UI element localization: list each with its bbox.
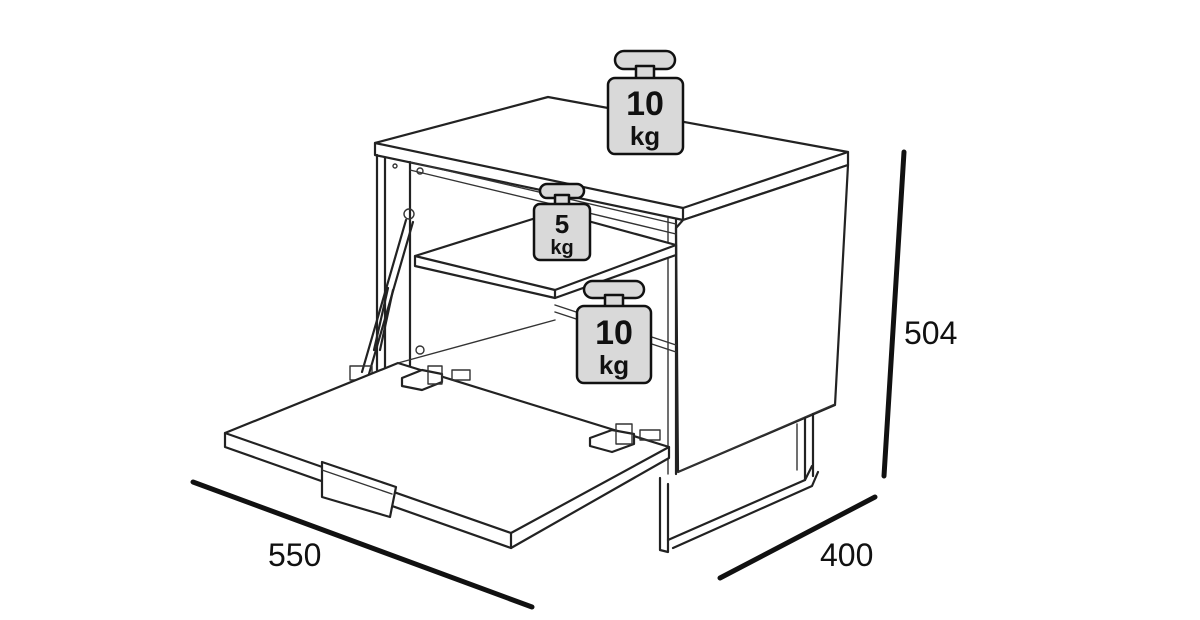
depth-label: 400 [820,537,873,573]
weight-shelf-value: 5 [555,209,569,239]
hinge-left [400,365,471,392]
height-label: 504 [904,315,957,351]
right-side-panel [667,163,850,476]
height-dimension-line [881,149,907,479]
weight-flap: 10 kg [575,279,653,385]
left-side-panel [375,153,425,374]
width-dimension-line [190,479,535,610]
cabinet [223,95,850,554]
weight-shelf-unit: kg [550,237,573,259]
flap-door [223,319,671,550]
weight-icon [532,182,592,262]
weight-top: 10 kg [606,49,685,156]
weight-top-unit: kg [630,121,660,151]
weight-icon [575,279,653,385]
weight-flap-value: 10 [595,314,633,352]
dimension-lines [190,149,907,610]
weight-icon [606,49,685,156]
hinge-right [588,423,661,454]
weight-shelf: 5 kg [532,182,592,262]
weight-top-value: 10 [626,85,664,123]
width-label: 550 [268,537,321,573]
weight-flap-unit: kg [599,350,629,380]
leg-frame [658,412,820,554]
depth-dimension-line [717,494,878,581]
handle [320,460,398,519]
gas-strut [349,218,415,381]
